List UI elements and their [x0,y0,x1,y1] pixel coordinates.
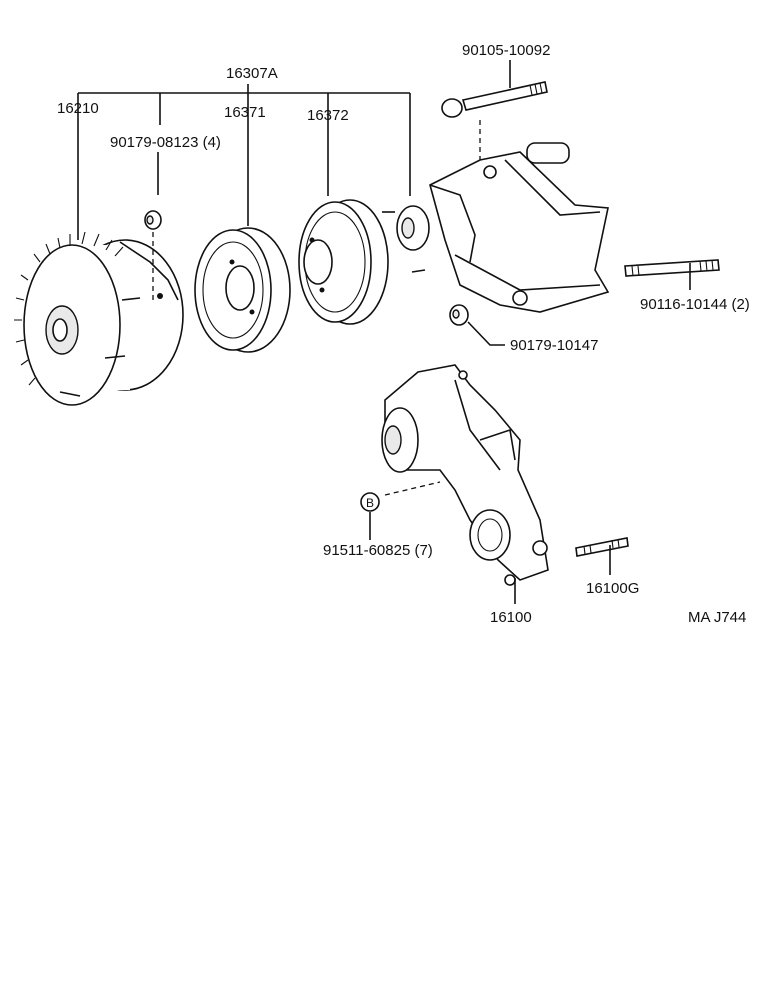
marker-b: B [360,492,380,540]
label-upper-stud: 90105-10092 [462,42,550,59]
label-pump: 16100 [490,609,532,626]
label-pump-bolt: 91511-60825 (7) [323,542,433,559]
pulley-16372-drawing [298,199,389,325]
label-fan-clutch: 16210 [57,100,99,117]
label-nut: 90179-10147 [510,337,598,354]
water-pump-drawing [381,364,549,604]
fan-clutch-drawing [14,231,184,406]
side-stud-drawing [624,259,720,290]
upper-stud-drawing [441,60,548,160]
pulley-16371-drawing [194,227,291,353]
small-stud-drawing [575,537,629,575]
label-fan-bolt: 90179-08123 (4) [110,134,221,151]
label-pulley-b: 16372 [307,107,349,124]
pump-housing-drawing [382,142,610,313]
label-assembly: 16307A [226,65,278,82]
label-diagram-code: MA J744 [688,609,746,626]
fan-nut-drawing [144,210,162,300]
assembly-bracket [77,84,411,240]
label-side-stud: 90116-10144 (2) [640,296,750,313]
marker-b-label: B [366,496,374,510]
label-pulley-a: 16371 [224,104,266,121]
label-small-stud: 16100G [586,580,639,597]
nut-drawing [449,304,505,346]
